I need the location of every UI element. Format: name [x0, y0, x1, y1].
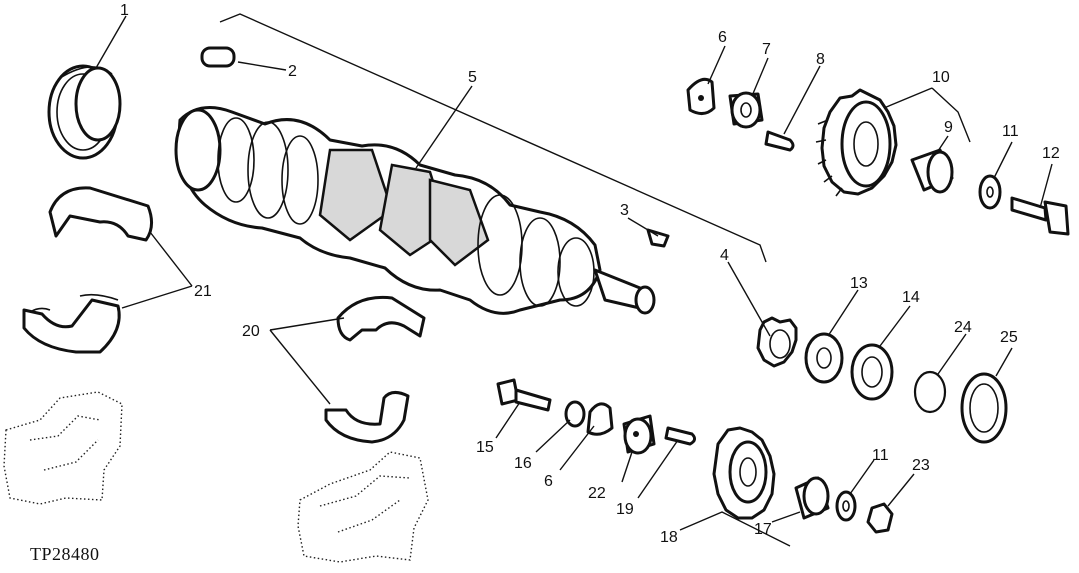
- part-4-crank-gear: [756, 316, 798, 368]
- part-20-bearing-upper-half: [336, 295, 426, 342]
- part-3-key: [646, 228, 670, 248]
- callout-18: 18: [660, 529, 678, 546]
- assembly-bracket-line: [219, 13, 767, 263]
- part-14-bearing-ring: [850, 343, 894, 401]
- part-7-bushing: [728, 91, 764, 129]
- callout-22: 22: [588, 485, 606, 502]
- figure-id: TP28480: [30, 544, 100, 564]
- callout-labels: 1 2 3 4 5 6 7 8 9 10 11 12 13 14 15 16 1…: [120, 2, 1060, 546]
- callout-17: 17: [754, 521, 772, 538]
- callout-21: 21: [194, 283, 212, 300]
- part-1-seal-ring: [47, 64, 122, 160]
- part-2-pin: [200, 46, 236, 68]
- part-23-nut: [866, 502, 894, 534]
- callout-15: 15: [476, 439, 494, 456]
- callout-11-lower: 11: [872, 447, 889, 464]
- callout-9: 9: [944, 119, 953, 136]
- part-16-washer: [564, 400, 586, 428]
- part-25-seal: [960, 372, 1008, 444]
- callout-8: 8: [816, 51, 825, 68]
- callout-7: 7: [762, 41, 771, 58]
- leader-lines: [95, 15, 1053, 547]
- callout-25: 25: [1000, 329, 1018, 346]
- callout-6-upper: 6: [718, 29, 727, 46]
- callout-20: 20: [242, 323, 260, 340]
- part-11-washer-lower: [835, 490, 857, 522]
- callout-1: 1: [120, 2, 129, 19]
- part-24-o-ring: [913, 370, 947, 414]
- part-18-gear: [712, 426, 776, 520]
- part-6-lock-plate-upper: [686, 77, 716, 115]
- part-20-bearing-lower-half: [324, 391, 410, 444]
- callout-24: 24: [954, 319, 972, 336]
- callout-6-lower: 6: [544, 473, 553, 490]
- callout-12: 12: [1042, 145, 1060, 162]
- callout-10: 10: [932, 69, 950, 86]
- callout-4: 4: [720, 247, 729, 264]
- part-10-idler-gear: [815, 88, 898, 197]
- part-21-bearing-upper-half: [48, 186, 153, 242]
- part-22-bushing: [622, 414, 656, 455]
- callout-16: 16: [514, 455, 532, 472]
- reference-housing-center: [297, 451, 429, 563]
- callout-14: 14: [902, 289, 920, 306]
- part-13-spacer: [804, 332, 844, 384]
- part-15-bolt: [496, 378, 552, 412]
- part-5-crankshaft: [174, 106, 656, 315]
- part-19-pin: [664, 426, 697, 446]
- part-21-bearing-lower-half: [22, 293, 121, 354]
- part-17-bushing: [794, 476, 830, 520]
- callout-5: 5: [468, 69, 477, 86]
- callout-11-upper: 11: [1002, 123, 1019, 140]
- callout-2: 2: [288, 63, 297, 80]
- part-9-bushing: [910, 148, 954, 194]
- part-8-pin: [764, 130, 795, 152]
- callout-19: 19: [616, 501, 634, 518]
- part-12-bolt: [1010, 196, 1070, 236]
- callout-3: 3: [620, 202, 629, 219]
- callout-13: 13: [850, 275, 868, 292]
- part-11-washer-upper: [978, 174, 1002, 210]
- callout-23: 23: [912, 457, 930, 474]
- reference-housing-left: [3, 391, 123, 505]
